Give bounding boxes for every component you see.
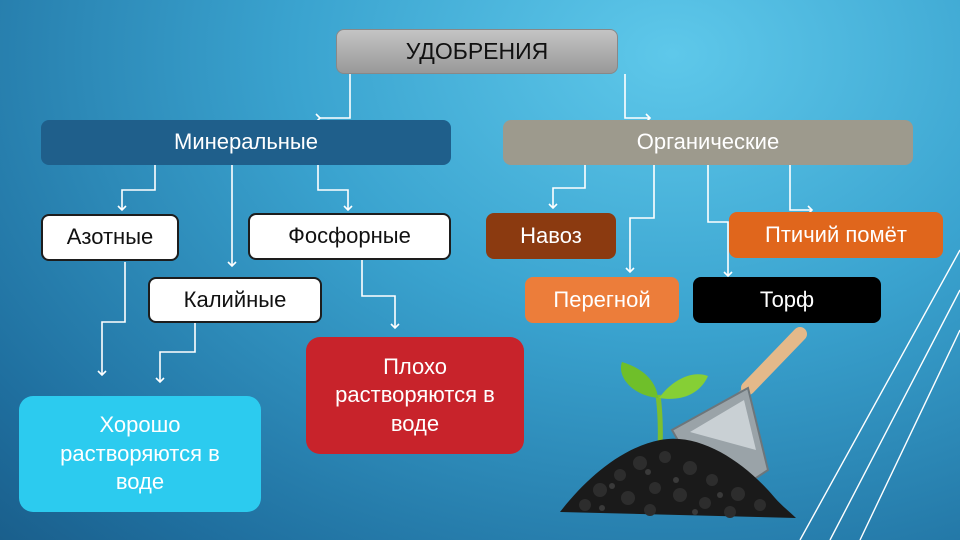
connector-mineral-nitrogen [121,165,156,210]
connector-mineral-phosphorus [317,165,349,210]
humus-node: Перегной [525,277,679,323]
arrow-head [723,271,733,278]
arrow-head [625,267,635,274]
manure-node: Навоз [486,213,616,259]
bird-droppings-node: Птичий помёт [729,212,943,258]
arrow-head [97,370,107,377]
connector-nitrogen-soluble [101,262,126,375]
soluble-good-node: Хорошо растворяются в воде [19,396,261,512]
soluble-poor-node: Плохо растворяются в воде [306,337,524,454]
soil-pile-icon [560,438,796,518]
nitrogen-node: Азотные [41,214,179,261]
connector-organic-humus [629,165,655,272]
connector-organic-manure [552,165,586,208]
arrow-head [343,205,353,212]
connector-organic-bird [789,165,812,211]
arrow-head [117,205,127,212]
organic-node: Органические [503,120,913,165]
root-node: УДОБРЕНИЯ [336,29,618,74]
connector-root-organic [624,74,650,119]
potassium-node: Калийные [148,277,322,323]
peat-node: Торф [693,277,881,323]
arrow-head [390,323,400,330]
connector-organic-peat [707,165,729,276]
mineral-node: Минеральные [41,120,451,165]
arrow-head [548,203,558,210]
connector-phosphorus-poor [361,258,396,328]
connector-root-mineral [320,74,351,119]
arrow-head [227,261,237,268]
phosphorus-node: Фосфорные [248,213,451,260]
arrow-head [155,377,165,384]
connector-potassium-soluble [159,323,196,382]
